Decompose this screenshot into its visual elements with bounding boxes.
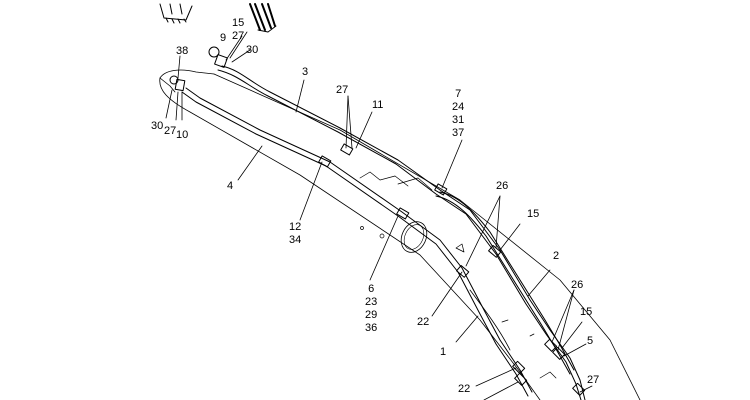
leader-lines [165, 31, 593, 400]
callout-3: 3 [302, 66, 309, 78]
callout-9: 9 [220, 32, 227, 44]
callout-27-left: 27 [164, 125, 177, 137]
callout-2: 2 [553, 250, 560, 262]
callout-26-low: 26 [571, 279, 584, 291]
callout-38: 38 [176, 45, 189, 57]
callout-15-low: 15 [580, 306, 593, 318]
callout-37: 37 [452, 127, 465, 139]
callout-11: 11 [372, 99, 384, 111]
hose-2 [435, 191, 575, 375]
callout-7-group: 7 24 31 37 [452, 88, 464, 140]
callout-31: 31 [452, 114, 465, 126]
callout-22-a: 22 [417, 316, 430, 328]
callout-30-top: 30 [246, 44, 259, 56]
cylinder-thumbnail [159, 3, 193, 24]
hose-bundle-thumbnail [249, 3, 277, 33]
callout-12-group: 12 34 [289, 221, 301, 247]
callout-10: 10 [176, 129, 189, 141]
callout-22-b: 22 [458, 383, 471, 395]
callout-24: 24 [452, 101, 465, 113]
hose-3 [217, 65, 586, 400]
callout-36: 36 [365, 322, 378, 334]
hose-4 [181, 87, 533, 397]
callout-6: 6 [368, 283, 375, 295]
callout-29: 29 [365, 309, 378, 321]
callout-27-bottom: 27 [587, 374, 600, 386]
callout-5: 5 [587, 335, 594, 347]
callout-7: 7 [455, 88, 462, 100]
callout-1: 1 [440, 346, 447, 358]
callout-27-mid: 27 [336, 84, 349, 96]
boom-body [159, 69, 641, 400]
callout-6-group: 6 23 29 36 [365, 283, 377, 335]
callout-34: 34 [289, 234, 302, 246]
callout-15-mid: 15 [527, 208, 540, 220]
callout-30-left: 30 [151, 120, 164, 132]
callout-27-top: 27 [232, 30, 245, 42]
callout-15-top: 15 [232, 17, 245, 29]
callout-12: 12 [289, 221, 302, 233]
callout-26-mid: 26 [496, 180, 509, 192]
callout-4: 4 [227, 180, 234, 192]
callout-23: 23 [365, 296, 378, 308]
